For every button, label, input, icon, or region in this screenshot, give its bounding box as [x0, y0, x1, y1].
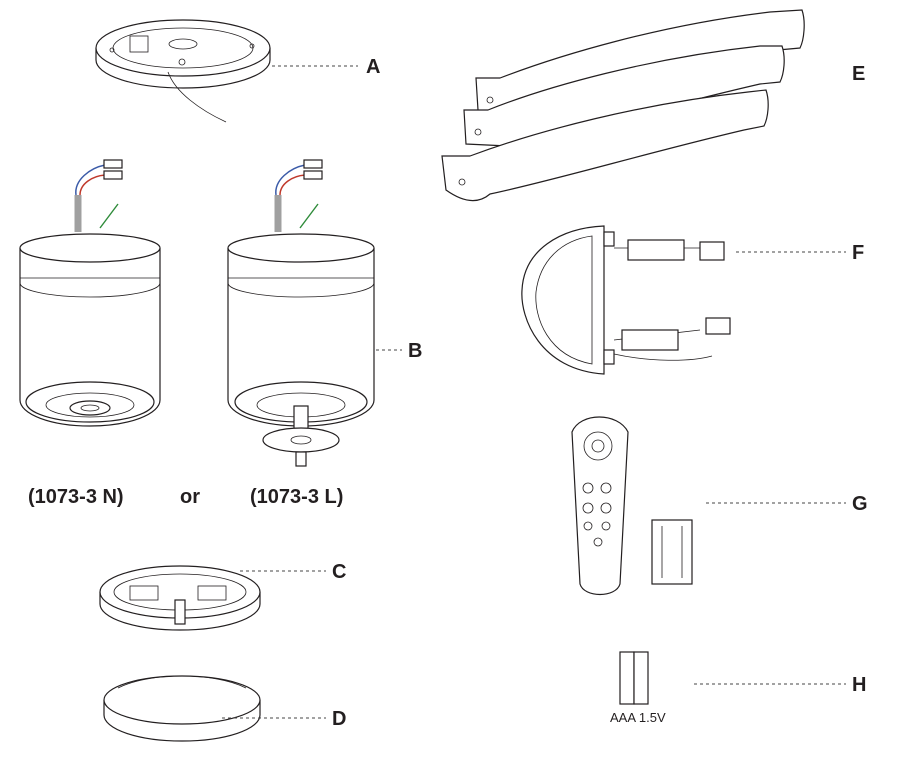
label-c: C	[332, 561, 346, 583]
part-b-motor-left	[19, 159, 161, 427]
part-f-receiver	[521, 225, 731, 375]
part-d-light-cover	[103, 675, 261, 742]
label-g: G	[852, 493, 868, 515]
battery-label: AAA 1.5V	[610, 710, 666, 725]
label-f: F	[852, 242, 864, 264]
model-left: (1073-3 N)	[28, 486, 124, 508]
label-b: B	[408, 340, 422, 362]
part-g-remote	[571, 416, 629, 596]
label-d: D	[332, 708, 346, 730]
part-a-mounting-bracket	[95, 19, 271, 123]
model-or: or	[180, 486, 200, 508]
label-a: A	[366, 56, 380, 78]
part-c-canopy	[99, 565, 261, 631]
model-right: (1073-3 L)	[250, 486, 343, 508]
part-b-motor-right	[227, 159, 375, 467]
part-g-screws	[651, 519, 693, 585]
part-h-batteries	[619, 651, 649, 705]
label-h: H	[852, 674, 866, 696]
label-e: E	[852, 63, 865, 85]
part-e-fan-blades	[441, 9, 805, 202]
